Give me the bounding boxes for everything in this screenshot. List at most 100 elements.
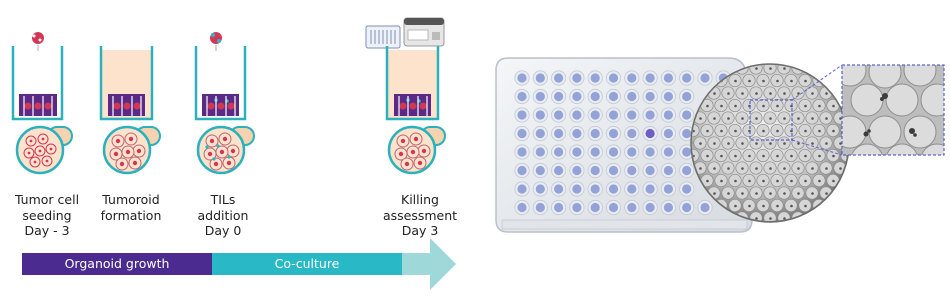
organoid-dot <box>797 167 800 170</box>
organoid-dot <box>713 167 716 170</box>
organoid-dot <box>769 142 772 145</box>
zoom-selection-box <box>749 99 793 141</box>
organoid-dot <box>706 154 709 158</box>
organoid-dot <box>783 217 786 220</box>
organoid-dot <box>776 204 779 208</box>
plate-well-sample <box>517 147 527 157</box>
organoid-dot <box>804 79 807 83</box>
organoid-dot <box>734 154 737 158</box>
organoid-dot <box>811 142 814 145</box>
organoid-dot <box>762 129 765 133</box>
organoid-dot <box>783 117 786 120</box>
plate-well-sample <box>517 91 527 102</box>
plate-well-sample <box>590 128 600 139</box>
step-label-seeding-line1: Tumor cell <box>14 192 80 207</box>
plate-well-sample <box>554 184 564 194</box>
organoid-dot <box>783 67 786 70</box>
plate-well-sample <box>663 91 674 102</box>
organoid-dot <box>741 117 744 120</box>
timeline-arrow <box>22 238 456 290</box>
plate-well-sample <box>627 73 637 83</box>
plate-well-sample <box>627 128 637 139</box>
organoid-dot <box>769 192 772 195</box>
plate-well-sample <box>700 73 710 83</box>
organoid-dot <box>825 192 828 195</box>
organoid-dot <box>790 79 793 83</box>
dish-tumoroid <box>102 125 161 175</box>
step-2-graphic <box>99 46 161 175</box>
organoid-dot <box>762 79 765 83</box>
plate-well-sample <box>590 91 600 102</box>
organoid-dot <box>748 204 751 208</box>
well-plate-96 <box>495 57 753 233</box>
dish-seeding <box>15 125 73 175</box>
organoid-dot <box>839 142 842 145</box>
organoid-dot <box>755 167 758 170</box>
plate-well-sample <box>517 128 527 139</box>
organoid-dot <box>769 92 772 95</box>
organoid-dot <box>769 217 772 220</box>
step-label-killing: Killing assessment Day 3 <box>365 192 475 239</box>
step-label-seeding: Tumor cell seeding Day - 3 <box>0 192 102 239</box>
organoid-dot <box>776 104 779 108</box>
plate-well-sample <box>535 91 545 102</box>
step-label-formation-line2: formation <box>100 207 162 223</box>
organoid-dot <box>720 129 723 133</box>
plate-well-sample <box>663 147 674 157</box>
organoid-dot <box>776 179 779 183</box>
organoid-dot <box>825 142 828 145</box>
step-label-killing-line3: Day 3 <box>401 223 439 238</box>
organoid-dot <box>741 192 744 195</box>
plate-well-sample <box>663 73 674 83</box>
organoid-dot <box>734 129 737 133</box>
plate-well-sample <box>663 110 674 120</box>
plate-well-sample <box>627 202 637 213</box>
plate-well-sample <box>608 165 619 176</box>
plate-well-sample <box>682 184 692 194</box>
plate-well-sample <box>572 184 582 194</box>
plate-well-sample <box>572 91 582 102</box>
organoid-dot <box>790 154 793 158</box>
organoid-dot <box>706 104 709 108</box>
organoid-dot <box>734 179 737 183</box>
organoid-dot <box>832 129 835 133</box>
plate-well-sample <box>663 128 674 139</box>
organoid-dot <box>797 117 800 120</box>
plate-well-sample <box>572 110 582 120</box>
organoid-dot <box>804 129 807 133</box>
organoid-dot <box>734 79 737 83</box>
organoid-dot <box>727 142 730 145</box>
organoid-dot <box>783 92 786 95</box>
organoid-dot <box>727 192 730 195</box>
organoid-dot <box>720 104 723 108</box>
organoid-dot <box>769 67 772 70</box>
organoid-dot <box>832 104 835 108</box>
plate-well-sample <box>645 110 655 120</box>
plate-well-sample <box>572 165 582 176</box>
dish-killing <box>387 125 446 175</box>
microwell <box>692 136 693 150</box>
plate-well-sample <box>608 202 619 213</box>
plate-well-sample <box>554 147 564 157</box>
organoid-dot <box>769 117 772 120</box>
timeline-label-co-culture: Co-culture <box>274 256 340 271</box>
plate-well-sample <box>554 202 564 213</box>
plate-well-sample <box>627 91 637 102</box>
step-label-killing-line2: assessment <box>382 207 458 223</box>
organoid-dot <box>804 104 807 108</box>
plate-well-sample <box>663 165 674 176</box>
plate-well-sample <box>645 184 655 194</box>
step-label-killing-line1: Killing <box>401 192 439 207</box>
organoid-dot <box>741 142 744 145</box>
organoid-dot <box>713 92 716 95</box>
plate-well-sample <box>645 91 655 102</box>
organoid-dot <box>720 179 723 183</box>
organoid-dot <box>755 217 758 220</box>
organoid-dot <box>713 192 716 195</box>
plate-well-sample <box>590 147 600 157</box>
plate-well-sample <box>590 73 600 83</box>
step-3-graphic <box>194 32 255 175</box>
dish-tils <box>196 125 255 175</box>
organoid-dot <box>811 117 814 120</box>
